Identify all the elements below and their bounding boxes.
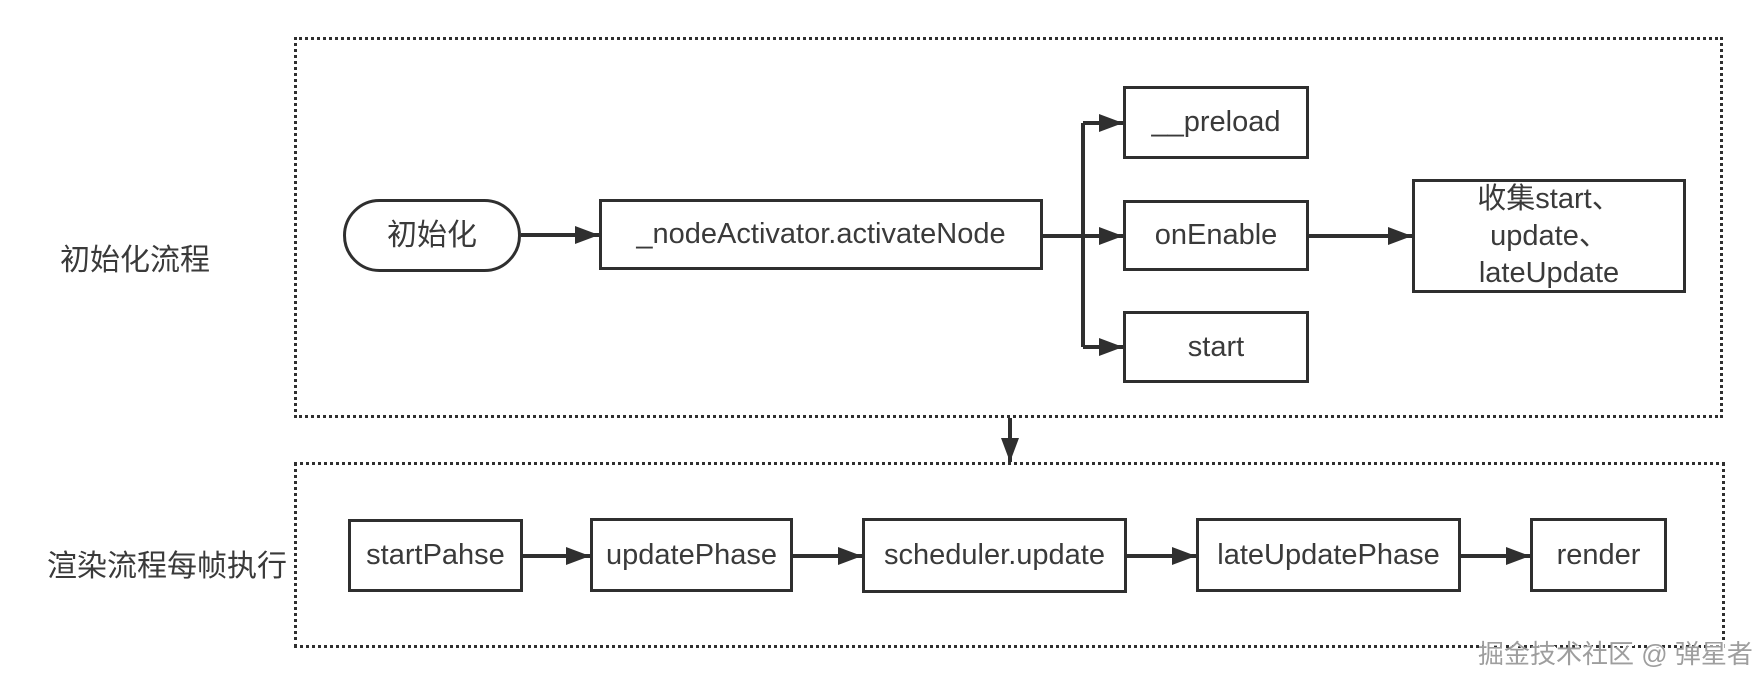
node-render: render: [1530, 518, 1667, 592]
init-flow-container: [294, 37, 1723, 418]
init-section-label: 初始化流程: [60, 244, 210, 277]
render-section-label: 渲染流程每帧执行: [47, 550, 287, 583]
node-preload: __preload: [1123, 86, 1309, 159]
node-scheduler-update: scheduler.update: [862, 518, 1127, 593]
node-update-phase: updatePhase: [590, 518, 793, 592]
node-activate-node: _nodeActivator.activateNode: [599, 199, 1043, 270]
node-init: 初始化: [343, 199, 521, 272]
render-flow-container: [294, 462, 1725, 648]
node-late-update-phase: lateUpdatePhase: [1196, 518, 1461, 592]
node-start: start: [1123, 311, 1309, 383]
node-start-pahse: startPahse: [348, 519, 523, 592]
node-collect: 收集start、 update、 lateUpdate: [1412, 179, 1686, 293]
watermark-text: 掘金技术社区 @ 弹星者: [1478, 639, 1753, 669]
node-on-enable: onEnable: [1123, 200, 1309, 271]
